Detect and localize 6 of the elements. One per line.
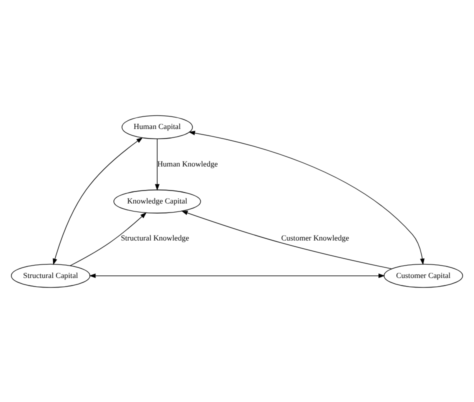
- arrow: [188, 130, 425, 265]
- arrow: [52, 136, 143, 265]
- arrow: [154, 138, 160, 190]
- arrow: [70, 212, 147, 266]
- arrow: [181, 210, 392, 269]
- arrow: [89, 273, 385, 278]
